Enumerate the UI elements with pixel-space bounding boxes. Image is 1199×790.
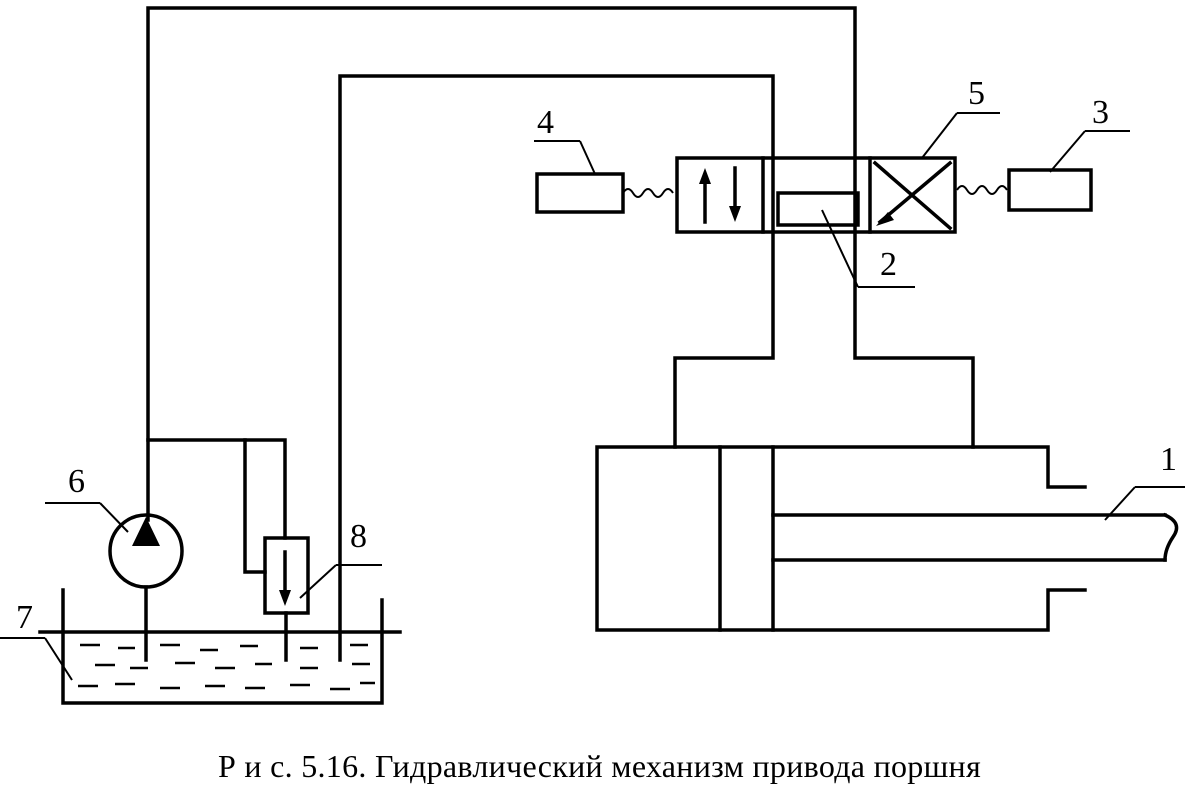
relief-valve [263,536,310,662]
fluid-dashes [78,643,375,691]
label-cylinder: 1 [1160,441,1177,478]
label-pump: 6 [68,463,85,500]
label-spool: 2 [880,246,897,283]
tank [38,588,402,705]
leader-lines [0,112,1185,681]
label-relief-valve: 8 [350,518,367,555]
hydraulic-cylinder [595,445,1179,632]
figure-caption: Р и с. 5.16. Гидравлический механизм при… [217,748,981,784]
label-actuator-right: 3 [1092,94,1109,131]
actuator-left-box [535,172,674,214]
pressure-line [146,6,975,522]
return-line [338,74,775,662]
label-actuator-left: 4 [537,104,554,141]
label-valve: 5 [968,75,985,112]
label-tank: 7 [16,599,33,636]
pump [108,513,184,662]
relief-branch-line [146,438,287,574]
actuator-right-box [956,168,1093,212]
directional-valve [675,156,957,234]
